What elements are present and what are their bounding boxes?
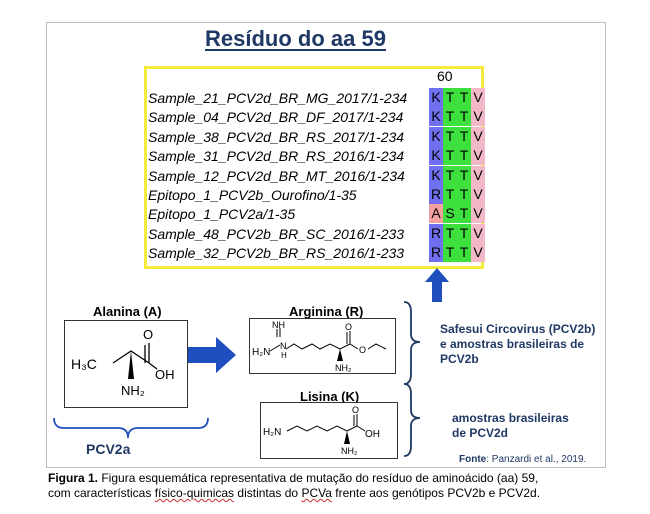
residue-cell: T [443, 146, 457, 166]
caption-misspelled-1: físico-quimicas [154, 486, 235, 500]
figure-title: Resíduo do aa 59 [205, 26, 386, 51]
caption-line-2c: frente aos genótipos PCV2b e PCV2d. [331, 486, 541, 500]
residue-cell: K [429, 146, 443, 166]
lisina-title: Lisina (K) [300, 389, 360, 404]
source-citation: Fonte: Panzardi et al., 2019. [459, 454, 586, 465]
arginina-title: Arginina (R) [289, 304, 364, 319]
source-text: : Panzardi et al., 2019. [486, 454, 587, 465]
pcv2b-line-1: Safesui Circovirus (PCV2b) [440, 322, 596, 336]
pcv2b-label: Safesui Circovirus (PCV2b) e amostras br… [440, 322, 595, 367]
caption-line-2a: com características [48, 486, 155, 500]
residue-cell: R [429, 243, 443, 263]
caption-misspelled-2: PCVa [301, 486, 332, 500]
alignment-row-label: Sample_12_PCV2d_BR_MT_2016/1-234 [148, 167, 405, 184]
residue-cell: T [443, 185, 457, 204]
residue-cell: K [429, 165, 443, 185]
right-braces [403, 301, 421, 457]
lisina-structure-box: H₂N O OH NH₂ [260, 402, 398, 459]
residue-cell: K [429, 107, 443, 127]
alignment-row-label: Epitopo_1_PCV2a/1-35 [148, 206, 296, 223]
alanina-structure: O OH H₃C NH₂ [71, 327, 175, 398]
residue-cell: T [457, 107, 471, 127]
arginina-structure-box: NH H₂N N H O O NH₂ [249, 318, 396, 374]
source-prefix: Fonte [459, 454, 487, 465]
arginina-h: H [281, 351, 287, 360]
residue-cell: K [429, 126, 443, 146]
lisina-o: O [352, 405, 359, 415]
alanina-nh2: NH₂ [121, 383, 145, 398]
residue-cell: T [457, 243, 471, 263]
arginina-n: N [280, 341, 287, 351]
residue-cell: V [471, 165, 485, 185]
arginina-structure: NH H₂N N H O O NH₂ [252, 320, 387, 373]
residue-cell: T [443, 223, 457, 243]
lisina-oh: OH [365, 429, 380, 440]
residue-cell: T [457, 88, 471, 107]
arginina-h2n: H₂N [252, 347, 270, 358]
residue-cell: V [471, 126, 485, 146]
position-label: 60 [437, 68, 453, 84]
alignment-row-label: Sample_31_PCV2d_BR_RS_2016/1-234 [148, 148, 405, 165]
residue-cell: V [471, 107, 485, 127]
alanina-title: Alanina (A) [93, 304, 162, 319]
residue-cell: V [471, 223, 485, 243]
residue-cell: V [471, 204, 485, 224]
arginina-nh2: NH₂ [335, 363, 352, 373]
residue-cell: V [471, 146, 485, 166]
pcv2d-label: amostras brasileiras de PCV2d [452, 411, 569, 441]
caption-label: Figura 1. [48, 471, 99, 485]
residue-cell: T [443, 165, 457, 185]
alignment-row-label: Sample_21_PCV2d_BR_MG_2017/1-234 [148, 90, 408, 106]
pcv2d-line-2: de PCV2d [452, 426, 509, 440]
residue-cell: T [457, 126, 471, 146]
lisina-structure: H₂N O OH NH₂ [263, 405, 380, 456]
arginina-nh: NH [272, 320, 285, 330]
residue-cell: T [457, 185, 471, 204]
residue-cell: V [471, 185, 485, 204]
caption-line-1: Figura esquemática representativa de mut… [98, 471, 539, 485]
residue-cell: T [457, 165, 471, 185]
residue-cell: R [429, 223, 443, 243]
alignment-row-label: Epitopo_1_PCV2b_Ourofino/1-35 [148, 187, 357, 203]
alignment-row-label: Sample_32_PCV2b_BR_RS_2016/1-233 [148, 245, 405, 262]
alanina-oh: OH [155, 367, 175, 382]
residue-cell: S [443, 204, 457, 224]
arginina-o-ester: O [359, 345, 366, 355]
figure-frame [46, 22, 606, 468]
pcv2a-label: PCV2a [86, 441, 131, 457]
residue-cell: V [471, 88, 485, 107]
residue-cell: R [429, 185, 443, 204]
pcv2b-line-2: e amostras brasileiras de [440, 337, 585, 351]
alanina-o: O [143, 327, 153, 342]
pcv2b-line-3: PCV2b [440, 352, 479, 366]
arginina-o-top: O [345, 322, 352, 332]
residue-cell: T [457, 223, 471, 243]
alignment-row-label: Sample_04_PCV2d_BR_DF_2017/1-234 [148, 109, 404, 126]
residue-cell: T [443, 88, 457, 107]
figure-caption: Figura 1. Figura esquemática representat… [48, 471, 603, 501]
right-arrow-icon [188, 337, 236, 373]
alanina-h3c: H₃C [71, 356, 97, 372]
caption-line-2b: distintas do [234, 486, 302, 500]
residue-cell: K [429, 88, 443, 107]
residue-cell: A [429, 204, 443, 224]
residue-cell: T [443, 243, 457, 263]
up-arrow-icon [425, 268, 449, 302]
lisina-h2n: H₂N [263, 427, 281, 438]
residue-cell: T [443, 107, 457, 127]
lisina-nh2: NH₂ [341, 446, 358, 456]
bottom-brace [53, 417, 209, 439]
residue-cell: V [471, 243, 485, 263]
alignment-row-label: Sample_48_PCV2b_BR_SC_2016/1-233 [148, 225, 405, 242]
residue-cell: T [457, 146, 471, 166]
alanina-structure-box: O OH H₃C NH₂ [64, 320, 188, 408]
pcv2d-line-1: amostras brasileiras [452, 411, 569, 425]
alignment-row-label: Sample_38_PCV2d_BR_RS_2017/1-234 [148, 128, 405, 145]
residue-cell: T [457, 204, 471, 224]
residue-cell: T [443, 126, 457, 146]
